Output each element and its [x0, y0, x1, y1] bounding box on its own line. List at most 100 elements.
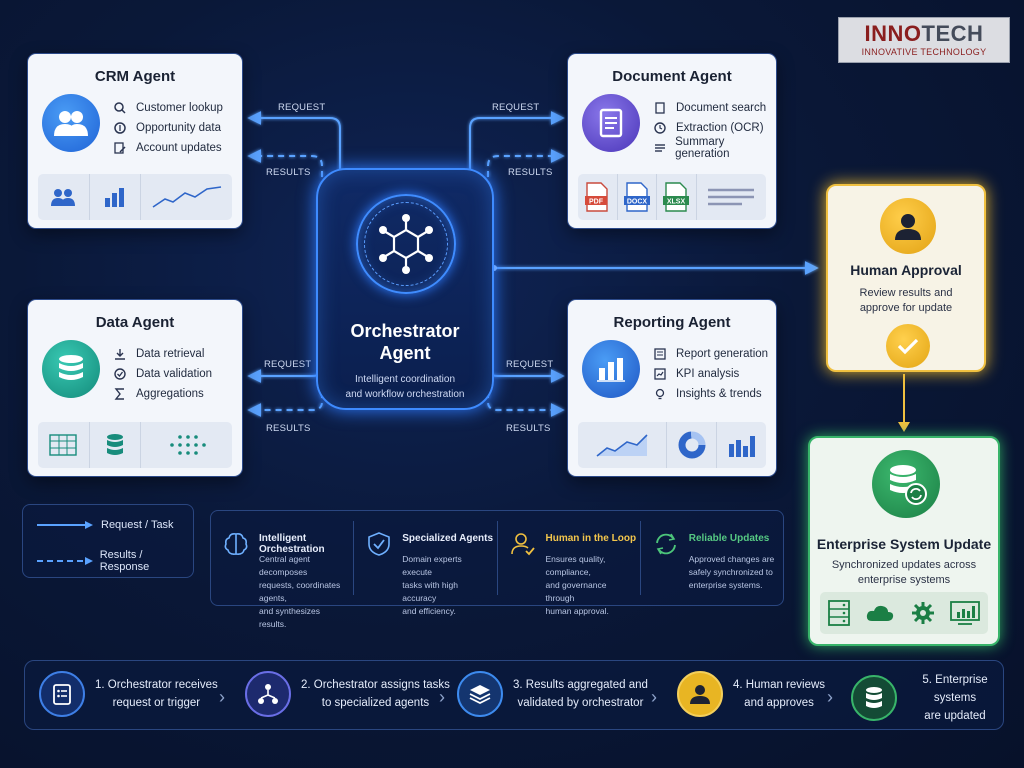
legend-request-row: Request / Task [35, 519, 174, 531]
document-results-arrow [487, 149, 565, 188]
bar-chart-icon [582, 340, 640, 398]
step-text: validated by orchestrator [517, 697, 644, 709]
download-icon [112, 347, 128, 361]
feature-human-in-the-loop: Human in the Loop Ensures quality, compl… [498, 521, 641, 616]
feature-title: Specialized Agents [402, 533, 494, 544]
human-approval-sub-2: approve for update [859, 302, 953, 314]
document-feature-text: Extraction (OCR) [676, 122, 764, 134]
data-results-arrow [247, 392, 323, 417]
legend-results-text: Results / Response [99, 549, 150, 573]
chevron-right-icon: › [439, 687, 445, 707]
chevron-right-icon: › [651, 687, 657, 707]
crm-request-label: REQUEST [278, 102, 326, 113]
feature-desc: human approval. [545, 606, 609, 616]
crm-feature-text: Opportunity data [136, 122, 222, 134]
donut-chart-icon [667, 422, 718, 468]
data-preview-strip [38, 422, 232, 468]
enterprise-system-update-card[interactable]: Enterprise System Update Synchronized up… [808, 436, 1000, 646]
reporting-feature-row: Report generation [652, 344, 768, 364]
person-icon [677, 671, 723, 717]
step-text: request or trigger [112, 697, 201, 709]
server-icon [827, 600, 850, 626]
network-hub-icon [379, 214, 433, 274]
report-icon [652, 347, 668, 361]
database-icon [42, 340, 100, 398]
document-request-arrow [469, 111, 565, 172]
clock-icon [652, 121, 668, 135]
list-icon [652, 141, 667, 155]
xlsx-file-icon: XLSX [657, 174, 697, 220]
document-agent-title: Document Agent [612, 68, 732, 85]
innotech-logo: INNOTECH INNOVATIVE TECHNOLOGY [838, 17, 1010, 63]
crm-feature-row: Account updates [112, 138, 223, 158]
orchestrator-subtitle: Intelligent coordination [354, 374, 456, 385]
orchestrator-title-2: Agent [379, 343, 431, 363]
data-agent-card[interactable]: Data Agent Data retrieval Data validatio… [28, 300, 242, 476]
reporting-agent-card[interactable]: Reporting Agent Report generation KPI an… [568, 300, 776, 476]
dot-grid-icon [141, 422, 232, 468]
crm-preview-strip [38, 174, 232, 220]
monitor-chart-icon [950, 601, 981, 625]
human-approval-sub: Review results and [859, 287, 953, 299]
enterprise-sub: Synchronized updates across [831, 559, 977, 571]
enterprise-sub-2: enterprise systems [857, 574, 951, 586]
solid-arrow-icon [37, 521, 93, 529]
step-3: 3. Results aggregated and validated by or… [457, 671, 648, 717]
data-feature-text: Aggregations [136, 388, 204, 400]
xlsx-label: XLSX [667, 199, 686, 206]
shield-check-icon [368, 532, 391, 556]
logo-tagline: INNOVATIVE TECHNOLOGY [861, 47, 987, 57]
step-1: 1. Orchestrator receives request or trigg… [39, 671, 218, 717]
feature-desc: Ensures quality, compliance, [545, 554, 606, 577]
crm-feature-text: Account updates [136, 142, 222, 154]
crm-agent-card[interactable]: CRM Agent Customer lookup Opportunity da… [28, 54, 242, 228]
feature-specialized-agents: Specialized Agents Domain experts execut… [354, 521, 498, 616]
step-4: 4. Human reviews and approves [677, 671, 825, 717]
enterprise-systems-strip [820, 592, 988, 634]
workflow-steps-bar: 1. Orchestrator receives request or trigg… [24, 660, 1004, 730]
data-feature-row: Data retrieval [112, 344, 212, 364]
text-lines-icon [697, 174, 766, 220]
feature-desc: Central agent decomposes [259, 554, 311, 577]
feature-title: Human in the Loop [545, 533, 637, 544]
edit-document-icon [112, 141, 128, 155]
feature-desc: requests, coordinates agents, [259, 580, 341, 603]
docx-label: DOCX [627, 199, 648, 206]
logo-brand-b: TECH [921, 21, 984, 46]
docx-file-icon: DOCX [618, 174, 658, 220]
step-text: 1. Orchestrator receives [95, 679, 218, 691]
step-text: 5. Enterprise systems [922, 674, 988, 704]
feature-desc: safely synchronized to [688, 567, 773, 577]
chevron-right-icon: › [219, 687, 225, 707]
step-text: and approves [744, 697, 814, 709]
document-agent-card[interactable]: Document Agent Document search Extractio… [568, 54, 776, 228]
person-check-icon [510, 533, 535, 556]
database-icon [90, 422, 142, 468]
feature-desc: enterprise systems. [688, 580, 763, 590]
users-icon [42, 94, 100, 152]
logo-brand-a: INNO [864, 21, 922, 46]
reporting-request-label: REQUEST [506, 359, 554, 370]
database-icon [851, 675, 897, 721]
features-panel: Intelligent Orchestration Central agent … [210, 510, 784, 629]
feature-title: Intelligent Orchestration [259, 533, 325, 555]
step-text: 4. Human reviews [733, 679, 826, 691]
orchestrator-subtitle-2: and workflow orchestration [345, 389, 465, 400]
feature-desc: and governance through [545, 580, 607, 603]
data-feature-text: Data validation [136, 368, 213, 380]
cloud-icon [867, 605, 894, 621]
area-chart-icon [578, 422, 668, 468]
shield-check-icon [112, 367, 128, 381]
reporting-feature-text: Insights & trends [676, 388, 762, 400]
line-chart-icon [141, 174, 232, 220]
document-feature-row: Document search [652, 98, 776, 118]
bar-chart-icon [90, 174, 142, 220]
data-results-label: RESULTS [266, 423, 311, 434]
crm-agent-title: CRM Agent [94, 68, 176, 85]
data-feature-row: Aggregations [112, 384, 212, 404]
step-text: 3. Results aggregated and [513, 679, 648, 691]
reporting-results-label: RESULTS [506, 423, 551, 434]
document-preview-strip: PDF DOCX XLSX [578, 174, 766, 220]
